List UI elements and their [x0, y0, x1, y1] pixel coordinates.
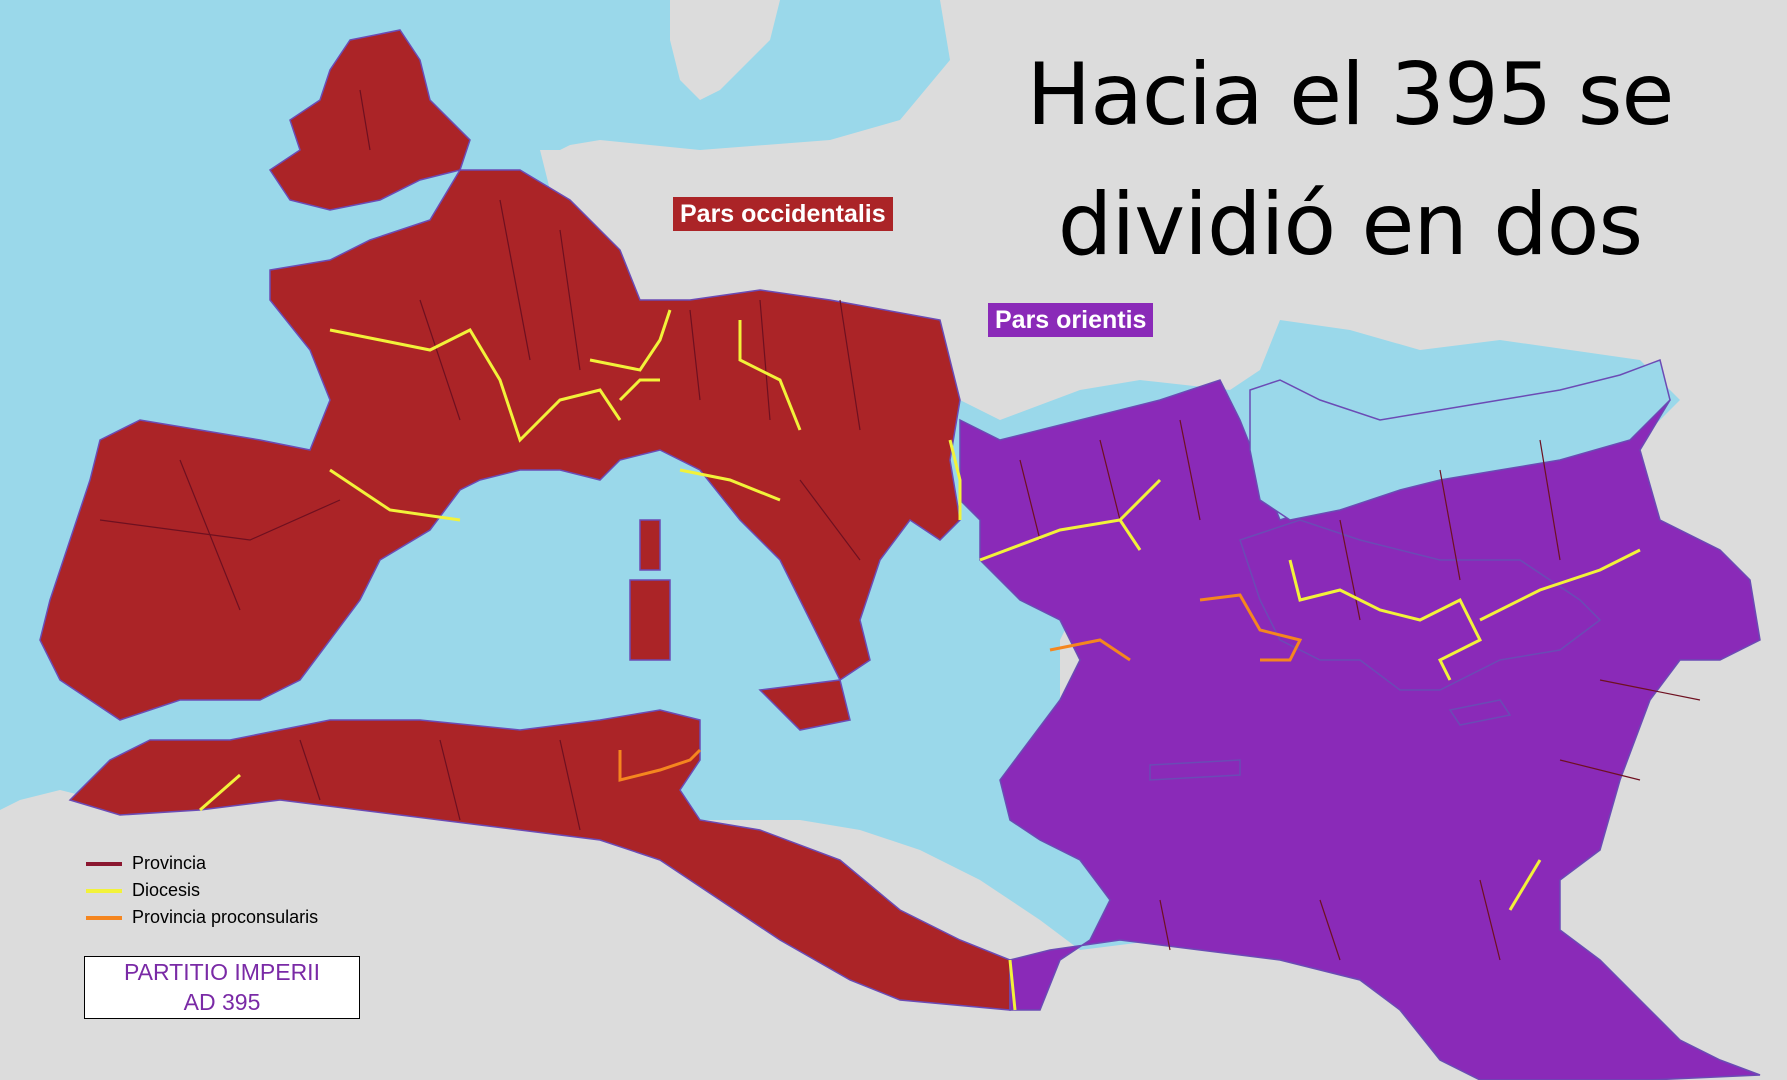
- title-line-1: Hacia el 395 se: [1026, 45, 1675, 145]
- proconsular-borders: [618, 593, 1303, 782]
- pars-orientis-label: Pars orientis: [988, 303, 1154, 337]
- provincia-swatch: [86, 861, 122, 866]
- map-caption-box: PARTITIO IMPERII AD 395: [84, 956, 360, 1019]
- legend-label: Diocesis: [132, 880, 201, 900]
- pars-occidentalis-territory: [39, 29, 1011, 1011]
- legend-label: Provincia proconsularis: [132, 907, 319, 927]
- caption-line-1: PARTITIO IMPERII: [124, 959, 320, 985]
- northern-land: [670, 0, 780, 100]
- black-sea: [1249, 359, 1671, 521]
- pars-occidentalis-label: Pars occidentalis: [673, 197, 893, 231]
- province-borders: [99, 89, 1701, 961]
- title-line-2: dividió en dos: [1057, 175, 1643, 275]
- proconsularis-swatch: [86, 915, 122, 920]
- legend-item-proconsularis: Provincia proconsularis: [86, 904, 318, 931]
- diocese-borders: [199, 309, 1641, 1011]
- caption-line-2: AD 395: [183, 989, 261, 1015]
- legend-label: Provincia: [132, 853, 207, 873]
- diocesis-swatch: [86, 888, 122, 893]
- map-legend: Provincia Diocesis Provincia proconsular…: [86, 850, 318, 931]
- legend-item-provincia: Provincia: [86, 850, 318, 877]
- slide-title: Hacia el 395 se dividió en dos: [980, 30, 1720, 290]
- legend-item-diocesis: Diocesis: [86, 877, 318, 904]
